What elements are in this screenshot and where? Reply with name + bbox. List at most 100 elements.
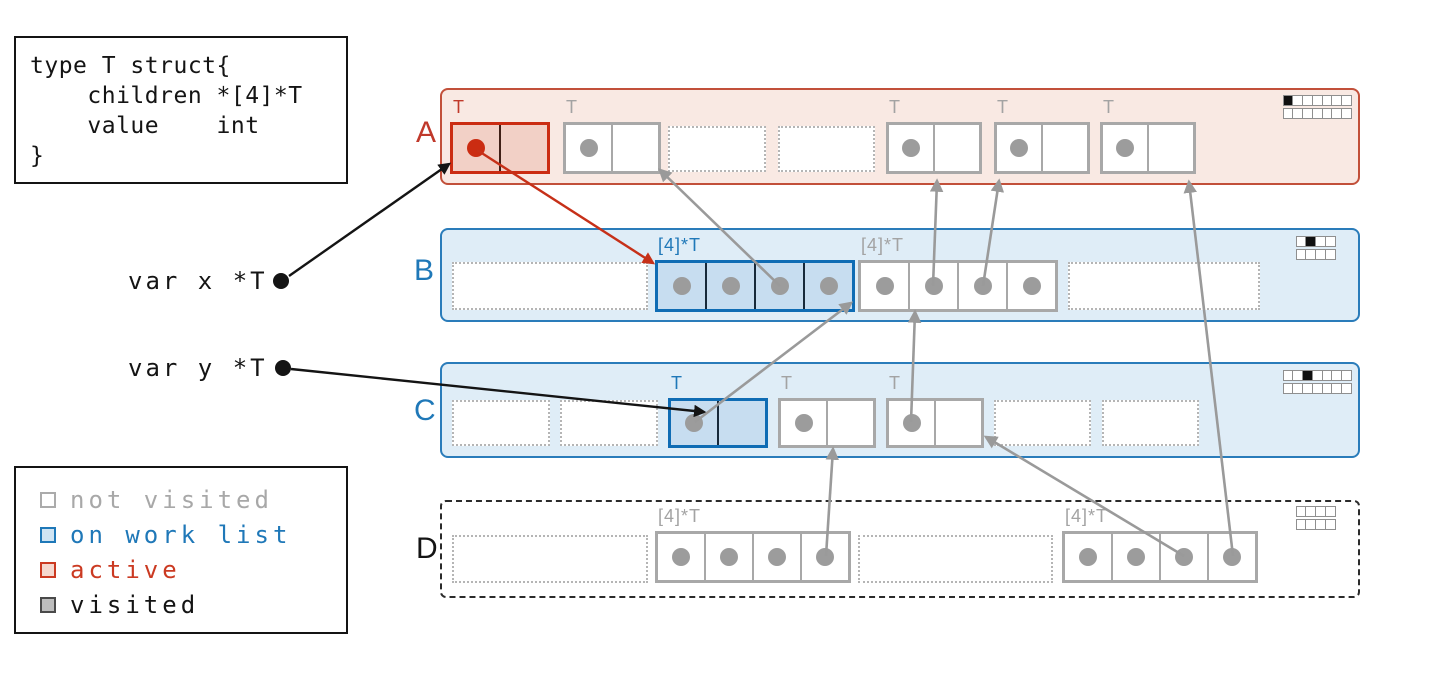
object-type-label: [4]*T: [1065, 506, 1109, 526]
bitmap-row: [1295, 249, 1336, 260]
bitmap-row: [1282, 370, 1352, 381]
object-cell: [1103, 125, 1147, 171]
object-cell: [752, 534, 800, 580]
pointer-dot: [794, 414, 813, 432]
heap-object-A-2-not-visited: [563, 122, 661, 174]
pointer-dot: [902, 139, 920, 157]
legend-item-not-visited: not visited: [40, 482, 346, 517]
legend-label: active: [70, 555, 181, 584]
object-cell: [1159, 534, 1207, 580]
legend-item-visited: visited: [40, 587, 346, 622]
object-type-label: T: [566, 97, 578, 117]
pointer-dot: [672, 548, 690, 566]
object-cell: [933, 125, 979, 171]
pointer-dot: [1175, 548, 1193, 566]
bitmap-cell: [1340, 95, 1352, 106]
row-label-A: A: [416, 116, 437, 149]
heap-object-A-7-not-visited: [1100, 122, 1196, 174]
object-cell: [1041, 125, 1087, 171]
legend-label: not visited: [70, 485, 273, 514]
pointer-dot: [1022, 277, 1041, 295]
object-cell: [800, 534, 848, 580]
object-type-label: T: [889, 97, 901, 117]
pointer-dot: [1223, 548, 1241, 566]
empty-slot-D-3: [858, 535, 1053, 583]
object-cell: [611, 125, 658, 171]
object-cell: [754, 263, 803, 309]
object-cell: [803, 263, 852, 309]
pointer-dot: [1116, 139, 1134, 157]
object-type-label: T: [781, 373, 793, 393]
object-cell: [934, 401, 981, 445]
object-cell: [717, 401, 765, 445]
object-type-label: [4]*T: [658, 506, 702, 526]
object-cell: [861, 263, 908, 309]
pointer-dot: [770, 277, 789, 295]
object-cell: [889, 401, 934, 445]
pointer-dot: [973, 277, 992, 295]
heap-object-B-3-not-visited: [858, 260, 1058, 312]
object-cell: [566, 125, 611, 171]
bitmap-cell: [1324, 506, 1336, 517]
heap-object-D-2-not-visited: [655, 531, 851, 583]
object-cell: [705, 263, 754, 309]
bitmap-row: [1295, 236, 1336, 247]
allocation-bitmap-A: [1282, 95, 1352, 119]
legend-swatch-not-visited: [40, 491, 56, 508]
row-label-D: D: [416, 532, 438, 565]
pointer-dot: [579, 139, 598, 157]
bitmap-row: [1282, 95, 1352, 106]
pointer-dot: [924, 277, 943, 295]
pointer-dot: [902, 414, 921, 432]
bitmap-row: [1295, 519, 1336, 530]
pointer-dot: [720, 548, 738, 566]
bitmap-cell: [1324, 249, 1336, 260]
object-cell: [826, 401, 873, 445]
empty-slot-C-7: [1102, 400, 1199, 446]
bitmap-cell: [1324, 519, 1336, 530]
pointer-origin-dot: [275, 360, 291, 376]
pointer-dot: [672, 277, 691, 295]
bitmap-row: [1295, 506, 1336, 517]
empty-slot-A-3: [668, 126, 766, 172]
legend-label: visited: [70, 590, 200, 619]
pointer-dot: [1010, 139, 1028, 157]
pointer-dot: [1127, 548, 1145, 566]
row-label-C: C: [414, 394, 436, 427]
empty-slot-B-4: [1068, 262, 1260, 310]
object-cell: [704, 534, 752, 580]
object-cell: [781, 401, 826, 445]
pointer-dot: [819, 277, 838, 295]
heap-object-D-4-not-visited: [1062, 531, 1258, 583]
bitmap-cell: [1340, 383, 1352, 394]
type-definition-code: type T struct{ children *[4]*T value int…: [30, 53, 303, 169]
heap-object-A-5-not-visited: [886, 122, 982, 174]
bitmap-cell: [1340, 108, 1352, 119]
legend-item-active: active: [40, 552, 346, 587]
legend-swatch-on-work-list: [40, 526, 56, 543]
pointer-dot: [875, 277, 894, 295]
empty-slot-C-2: [560, 400, 658, 446]
type-definition-box: type T struct{ children *[4]*T value int…: [14, 36, 348, 184]
pointer-dot: [768, 548, 786, 566]
pointer-dot: [685, 414, 703, 432]
bitmap-row: [1282, 383, 1352, 394]
legend-item-on-work-list: on work list: [40, 517, 346, 552]
object-type-label: T: [997, 97, 1009, 117]
pointer-dot: [816, 548, 834, 566]
object-cell: [658, 263, 705, 309]
object-cell: [499, 125, 547, 171]
object-cell: [453, 125, 499, 171]
allocation-bitmap-B: [1295, 236, 1336, 260]
object-cell: [1006, 263, 1055, 309]
heap-object-A-6-not-visited: [994, 122, 1090, 174]
heap-object-C-5-not-visited: [886, 398, 984, 448]
var-y-label: var y *T: [128, 354, 268, 382]
object-cell: [957, 263, 1006, 309]
legend-swatch-visited: [40, 596, 56, 613]
object-type-label: T: [889, 373, 901, 393]
object-cell: [997, 125, 1041, 171]
row-label-B: B: [414, 254, 435, 287]
heap-object-A-1-active: [450, 122, 550, 174]
bitmap-cell: [1340, 370, 1352, 381]
